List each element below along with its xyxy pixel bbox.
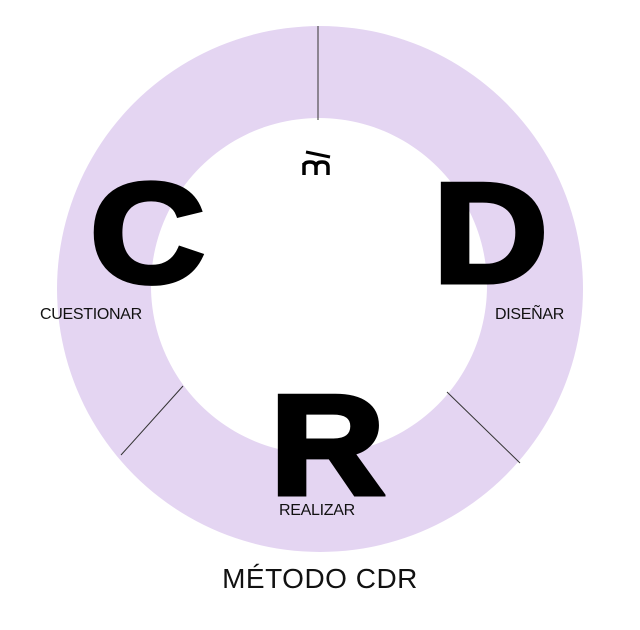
letter-c: C (87, 154, 207, 313)
letter-d: D (430, 154, 550, 313)
diagram-title: MÉTODO CDR (222, 563, 418, 594)
label-cuestionar: CUESTIONAR (40, 306, 142, 323)
ring-band (57, 26, 584, 552)
label-realizar: REALIZAR (279, 502, 355, 519)
divider-bottom-right (446, 391, 521, 464)
letter-r: R (267, 366, 387, 525)
brand-logo-icon (302, 150, 331, 175)
label-disenar: DISEÑAR (495, 306, 565, 323)
divider-bottom-left (120, 385, 184, 456)
